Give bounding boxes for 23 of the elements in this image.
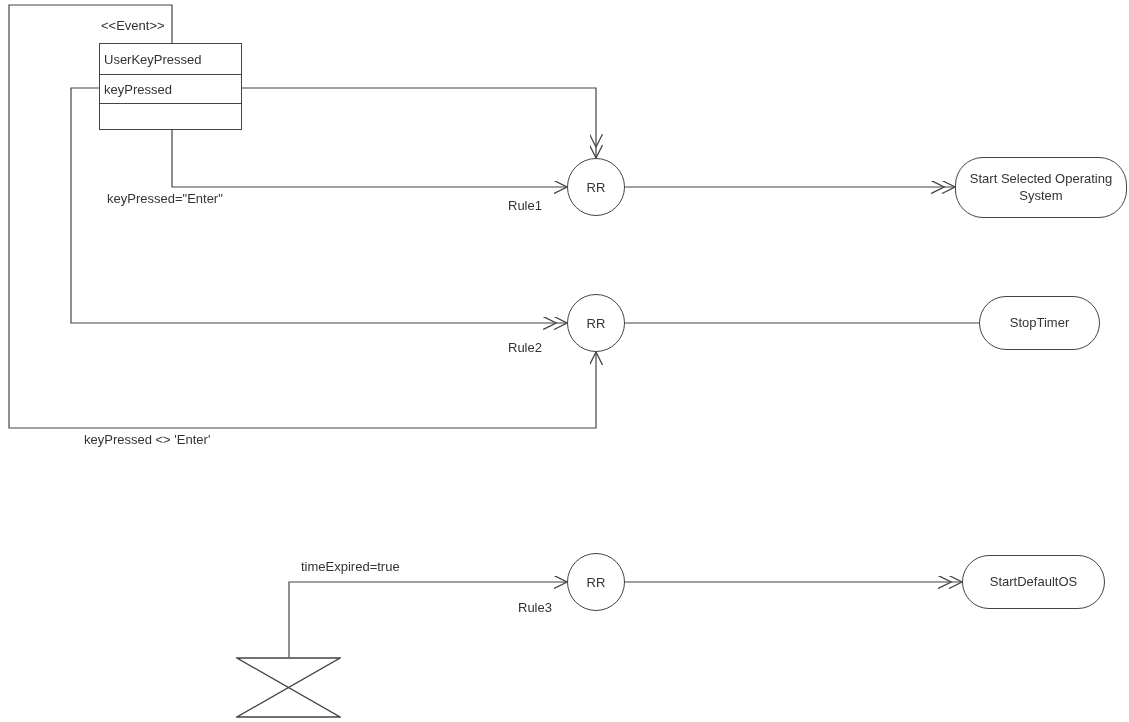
action-name: StopTimer <box>1009 314 1070 332</box>
arrow <box>171 129 568 195</box>
rule-label: Rule1 <box>508 198 542 213</box>
arrow <box>288 574 568 658</box>
action-box <box>962 555 1105 609</box>
rule-name: RR <box>586 574 606 590</box>
rule-name: RR <box>586 315 606 331</box>
hourglass-symbol <box>236 657 341 718</box>
rule-name: RR <box>586 179 606 195</box>
edge-label: keyPressed <> 'Enter' <box>82 432 213 447</box>
class-name: UserKeyPressed <box>104 51 202 67</box>
action-name: StartDefaultOS <box>989 573 1078 591</box>
edge-label: timeExpired=true <box>299 559 402 574</box>
rule-label: Rule3 <box>518 600 552 615</box>
stereotype-label: <<Event>> <box>101 18 165 33</box>
arrow <box>8 4 604 429</box>
edge-label: keyPressed="Enter" <box>105 191 225 206</box>
action-box <box>979 296 1100 350</box>
attribute-name: keyPressed <box>104 81 172 97</box>
rule-label: Rule2 <box>508 340 542 355</box>
action-box <box>955 157 1127 218</box>
action-name: Start Selected Operating System <box>968 171 1114 204</box>
connector-line <box>624 322 980 324</box>
